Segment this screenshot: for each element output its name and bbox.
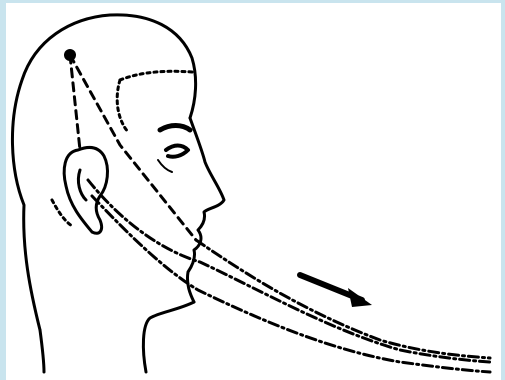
neck-front bbox=[143, 302, 194, 372]
hairline-back bbox=[52, 200, 72, 226]
face-profile bbox=[187, 118, 224, 302]
path-ear-to-chin bbox=[88, 180, 490, 362]
head-outline bbox=[12, 15, 195, 330]
eyebrow bbox=[160, 126, 190, 131]
direction-arrow-head bbox=[348, 288, 372, 307]
neck-back bbox=[40, 330, 44, 372]
ear bbox=[64, 148, 107, 234]
path-mouth-forward bbox=[196, 240, 490, 358]
cheek-line bbox=[158, 160, 172, 172]
path-ear-to-jaw bbox=[92, 196, 490, 372]
ear-inner bbox=[78, 170, 86, 200]
eye bbox=[166, 146, 188, 157]
hairline-side bbox=[117, 80, 128, 132]
hairline-top bbox=[120, 71, 192, 80]
